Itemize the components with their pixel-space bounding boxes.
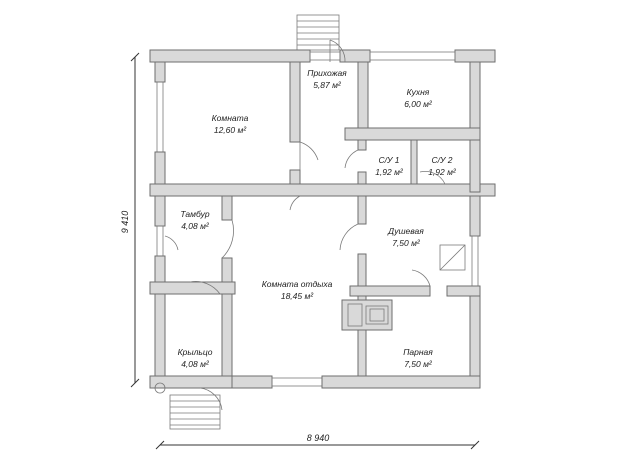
room-kryltso-name: Крыльцо — [178, 347, 213, 357]
porch-stairs — [169, 394, 221, 430]
room-kuhnya-name: Кухня — [407, 87, 430, 97]
room-parnaya-name: Парная — [403, 347, 433, 357]
height-label: 9 410 — [120, 211, 130, 234]
room-tambur-name: Тамбур — [180, 209, 209, 219]
room-su1-name: С/У 1 — [378, 155, 399, 165]
room-komnata-otdyha-area: 18,45 м² — [281, 291, 314, 301]
room-tambur-area: 4,08 м² — [181, 221, 210, 231]
walls — [149, 49, 496, 389]
room-su2-name: С/У 2 — [431, 155, 452, 165]
room-dushevaya-area: 7,50 м² — [392, 238, 421, 248]
dimension-width: 8 940 — [155, 433, 480, 450]
room-kuhnya-area: 6,00 м² — [404, 99, 433, 109]
room-kryltso-area: 4,08 м² — [181, 359, 210, 369]
room-labels: Комната 12,60 м² Прихожая 5,87 м² Кухня … — [178, 68, 457, 369]
room-komnata-name: Комната — [212, 113, 249, 123]
room-parnaya-area: 7,50 м² — [404, 359, 433, 369]
room-komnata-area: 12,60 м² — [214, 125, 247, 135]
shower-tray — [439, 244, 466, 271]
log-ends — [154, 382, 166, 394]
room-komnata-otdyha-name: Комната отдыха — [262, 279, 333, 289]
room-prihozhaya-area: 5,87 м² — [313, 80, 342, 90]
room-prihozhaya-name: Прихожая — [307, 68, 347, 78]
entrance-stairs — [296, 14, 340, 51]
width-label: 8 940 — [307, 433, 330, 443]
room-dushevaya-name: Душевая — [387, 226, 424, 236]
dimension-height: 9 410 — [120, 52, 140, 388]
room-su2-area: 1,92 м² — [428, 167, 457, 177]
doors — [164, 39, 446, 411]
room-su1-area: 1,92 м² — [375, 167, 404, 177]
